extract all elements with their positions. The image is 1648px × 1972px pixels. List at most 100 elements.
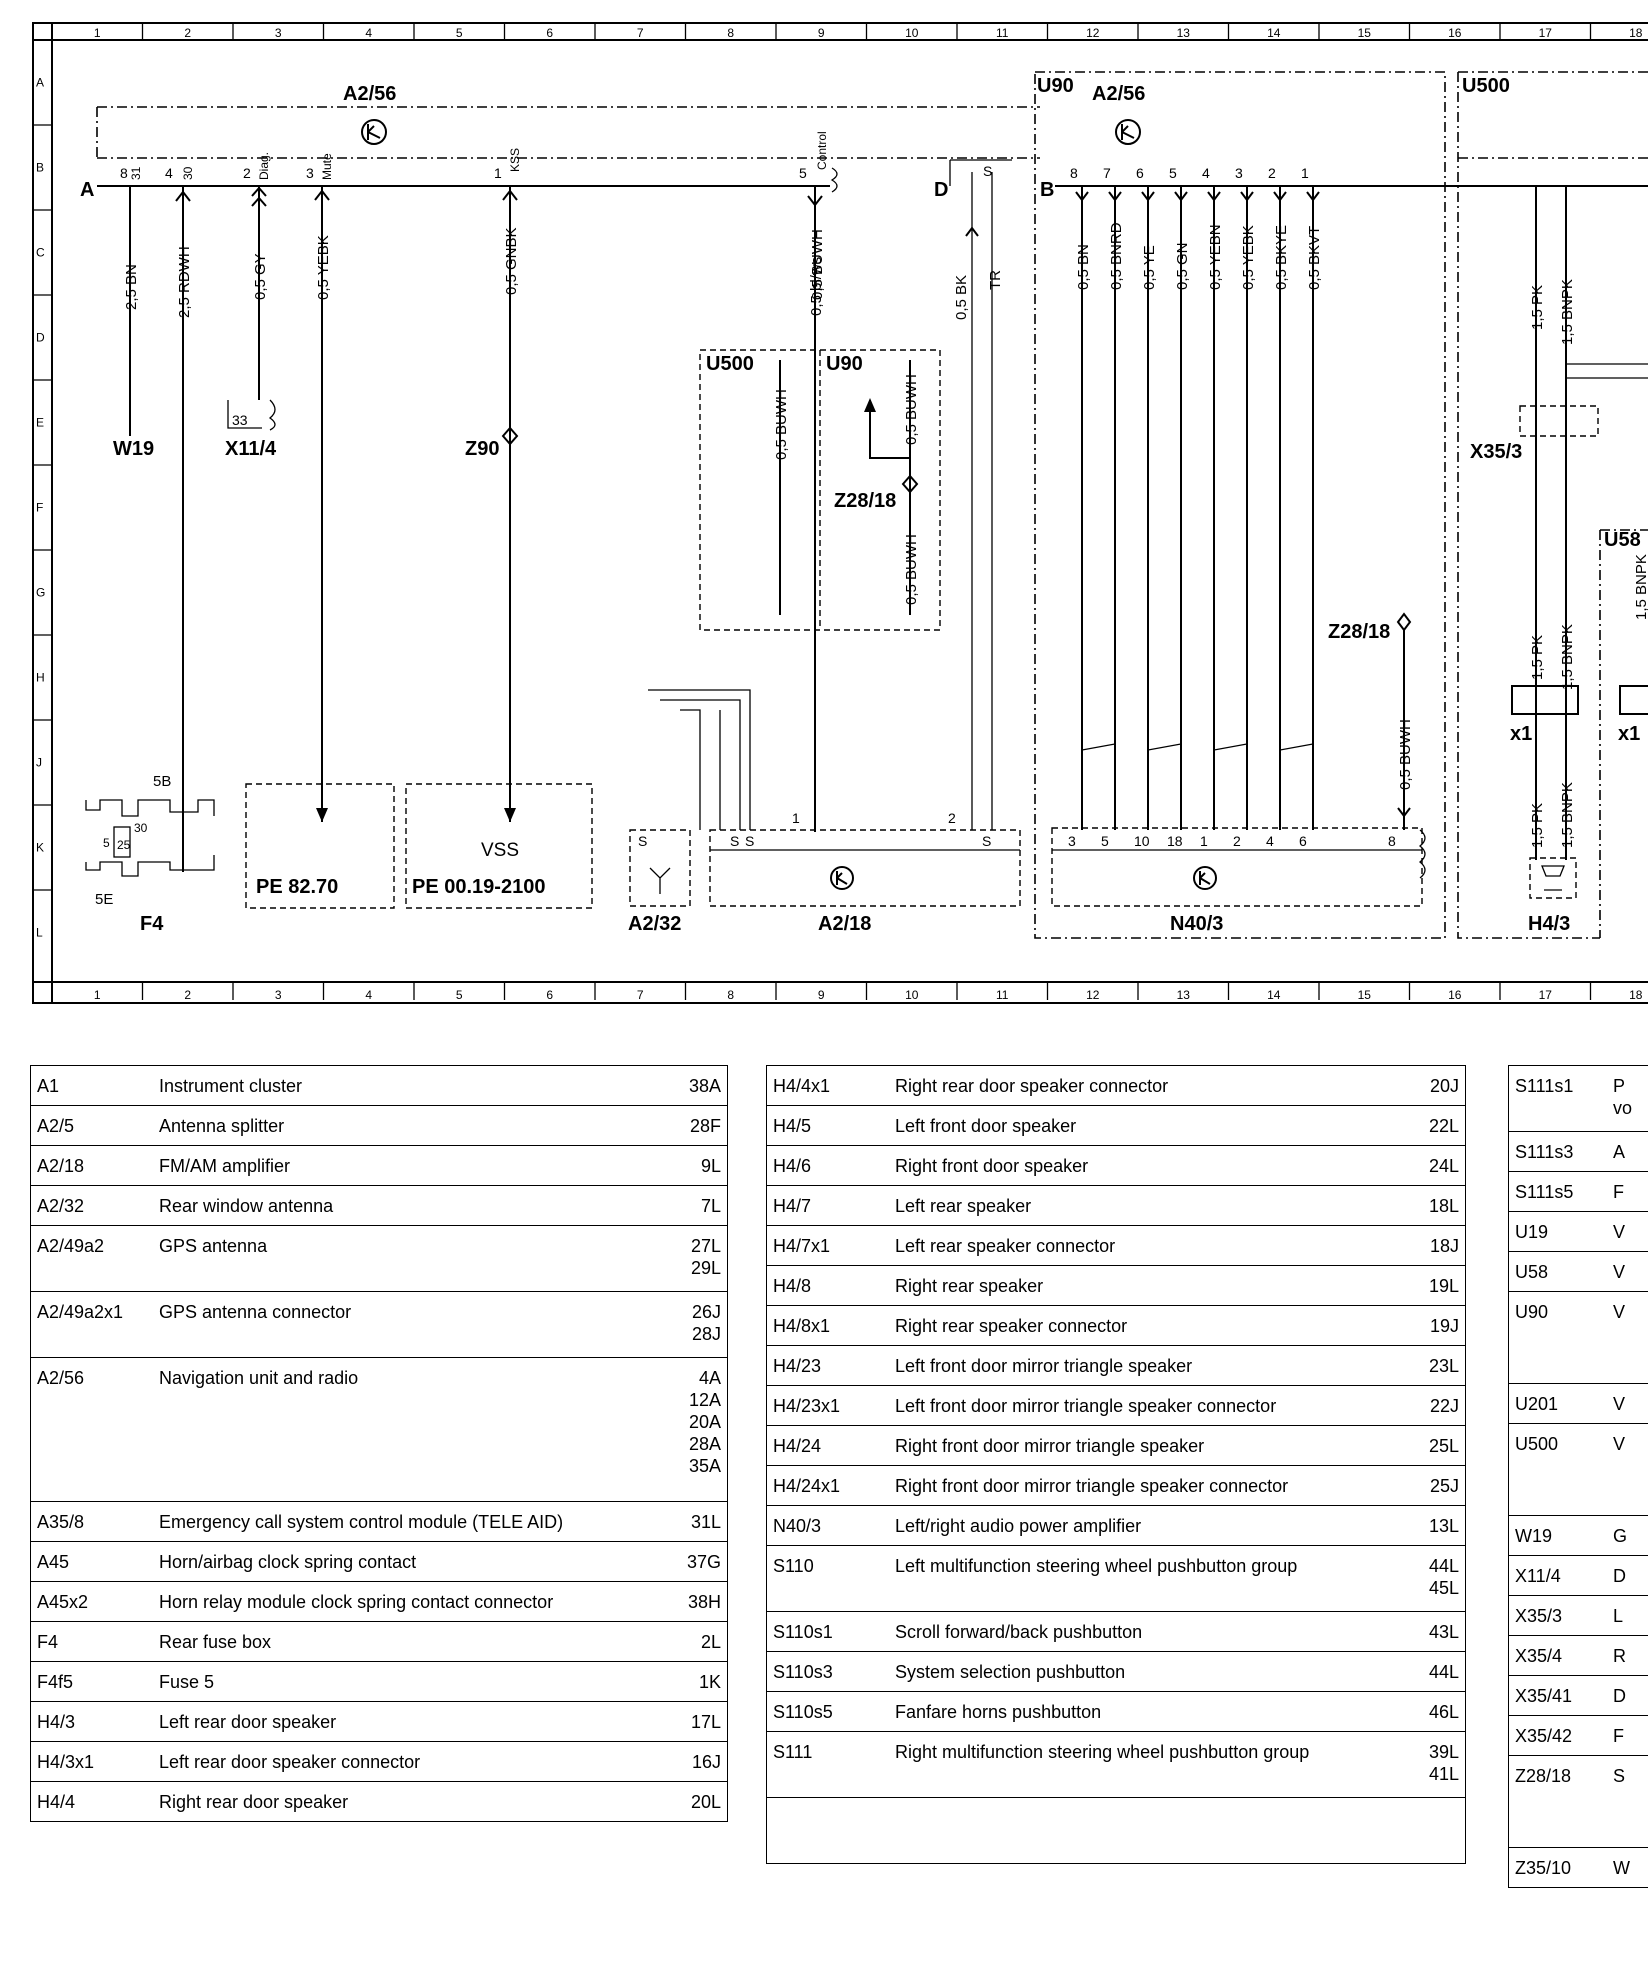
- x1-right-connector: [1619, 685, 1648, 715]
- u500-u90-inner-box: [699, 349, 941, 631]
- legend-description: Left front door mirror triangle speaker …: [889, 1385, 1417, 1426]
- legend-code: S110s1: [766, 1611, 889, 1652]
- a2-56-label: A2/56: [343, 83, 396, 105]
- grid-col-label: 11: [996, 26, 1009, 40]
- svg-text:3: 3: [1235, 165, 1243, 181]
- legend-code: A2/5: [30, 1105, 153, 1146]
- legend-location-value: 9L: [700, 1156, 721, 1176]
- svg-text:8: 8: [1388, 833, 1396, 849]
- legend-location-value: 19L: [1428, 1276, 1459, 1296]
- legend-code: X35/41: [1508, 1675, 1607, 1716]
- svg-text:33: 33: [232, 412, 248, 428]
- legend-location-value: 41L: [1428, 1764, 1459, 1784]
- legend-location: 16J: [679, 1741, 728, 1782]
- legend-description: Fanfare horns pushbutton: [889, 1691, 1417, 1732]
- grid-col-label: 2: [184, 988, 191, 1002]
- u58-zone: [1599, 529, 1648, 938]
- legend-description-line: vo: [1613, 1098, 1633, 1118]
- wire-f4: 2,5 RDWH 4 30: [165, 165, 195, 872]
- legend-description: Right multifunction steering wheel pushb…: [889, 1731, 1417, 1798]
- legend-location: 25J: [1417, 1465, 1466, 1506]
- legend-location-value: 16J: [691, 1752, 721, 1772]
- legend-location-value: 12A: [688, 1390, 721, 1410]
- grid-col-label: 13: [1177, 988, 1191, 1002]
- svg-text:0,5 GY: 0,5 GY: [252, 253, 269, 300]
- svg-text:0,5 BUWH: 0,5 BUWH: [1397, 719, 1414, 790]
- svg-text:S: S: [983, 163, 992, 179]
- legend-description: A: [1607, 1131, 1648, 1172]
- legend-description: Scroll forward/back pushbutton: [889, 1611, 1417, 1652]
- legend-code: H4/23: [766, 1345, 889, 1386]
- legend-description: D: [1607, 1675, 1648, 1716]
- legend-location-value: 25L: [1428, 1436, 1459, 1456]
- grid-row-label: A: [36, 76, 44, 90]
- legend-description: V: [1607, 1423, 1648, 1516]
- wire-x11-4: 0,5 GY 2 Diag.: [243, 152, 271, 400]
- svg-text:Mute: Mute: [320, 153, 334, 180]
- legend-description: System selection pushbutton: [889, 1651, 1417, 1692]
- legend-row: [766, 1797, 1466, 1864]
- svg-text:S: S: [638, 833, 647, 849]
- legend-description-line: P: [1613, 1076, 1626, 1096]
- wire-u500: 0,5 BUWH: [773, 360, 790, 615]
- grid-row-label: J: [36, 756, 42, 770]
- legend-location: 22L: [1417, 1105, 1466, 1146]
- grid-col-label: 10: [905, 26, 919, 40]
- ref-box-pe82: [245, 783, 395, 909]
- svg-text:0,5 BK: 0,5 BK: [953, 275, 970, 320]
- svg-text:4: 4: [1202, 165, 1210, 181]
- svg-text:1,5 BNPK: 1,5 BNPK: [1559, 624, 1576, 690]
- grid-col-label: 15: [1358, 26, 1372, 40]
- n40-3-wire-label: 0,5 YEBN: [1207, 224, 1224, 290]
- svg-text:Diag.: Diag.: [257, 152, 271, 180]
- svg-text:2: 2: [243, 165, 251, 181]
- legend-description: Left multifunction steering wheel pushbu…: [889, 1545, 1417, 1612]
- svg-text:2,5 RDWH: 2,5 RDWH: [176, 246, 193, 318]
- legend-code: S111: [766, 1731, 889, 1798]
- legend-description: Emergency call system control module (TE…: [153, 1501, 679, 1542]
- legend-code: H4/3x1: [30, 1741, 153, 1782]
- legend-location-value: 38H: [687, 1592, 721, 1612]
- svg-text:30: 30: [134, 821, 148, 835]
- n40-3-amplifier-block: [1051, 827, 1426, 907]
- legend-description: V: [1607, 1211, 1648, 1252]
- svg-text:4: 4: [165, 165, 173, 181]
- ref-pe82-label: PE 82.70: [256, 876, 338, 898]
- legend-description: Left rear door speaker: [153, 1701, 679, 1742]
- legend-code: H4/3: [30, 1701, 153, 1742]
- svg-text:1: 1: [792, 810, 800, 826]
- svg-text:7: 7: [1103, 165, 1111, 181]
- svg-text:0,5 GNBK: 0,5 GNBK: [503, 227, 520, 295]
- legend-description: Left rear speaker connector: [889, 1225, 1417, 1266]
- a2-56-symbol-icon: [361, 119, 387, 145]
- grid-row-label: K: [36, 841, 44, 855]
- legend-code: X35/3: [1508, 1595, 1607, 1636]
- svg-text:2: 2: [1233, 833, 1241, 849]
- wire-pk-bnpk: 1,5 PK 1,5 BNPK 1,5 PK 1,5 BNPK 1,5 PK 1…: [1529, 186, 1648, 860]
- svg-text:2,5 BN: 2,5 BN: [123, 264, 140, 310]
- legend-description: L: [1607, 1595, 1648, 1636]
- n40-3-wire-label: 0,5 YE: [1141, 245, 1158, 290]
- grid-col-label: 4: [365, 988, 372, 1002]
- svg-text:2: 2: [948, 810, 956, 826]
- h4-3-speaker-icon: [1529, 857, 1577, 899]
- legend-location-value: 37G: [686, 1552, 721, 1572]
- grid-col-label: 8: [727, 26, 734, 40]
